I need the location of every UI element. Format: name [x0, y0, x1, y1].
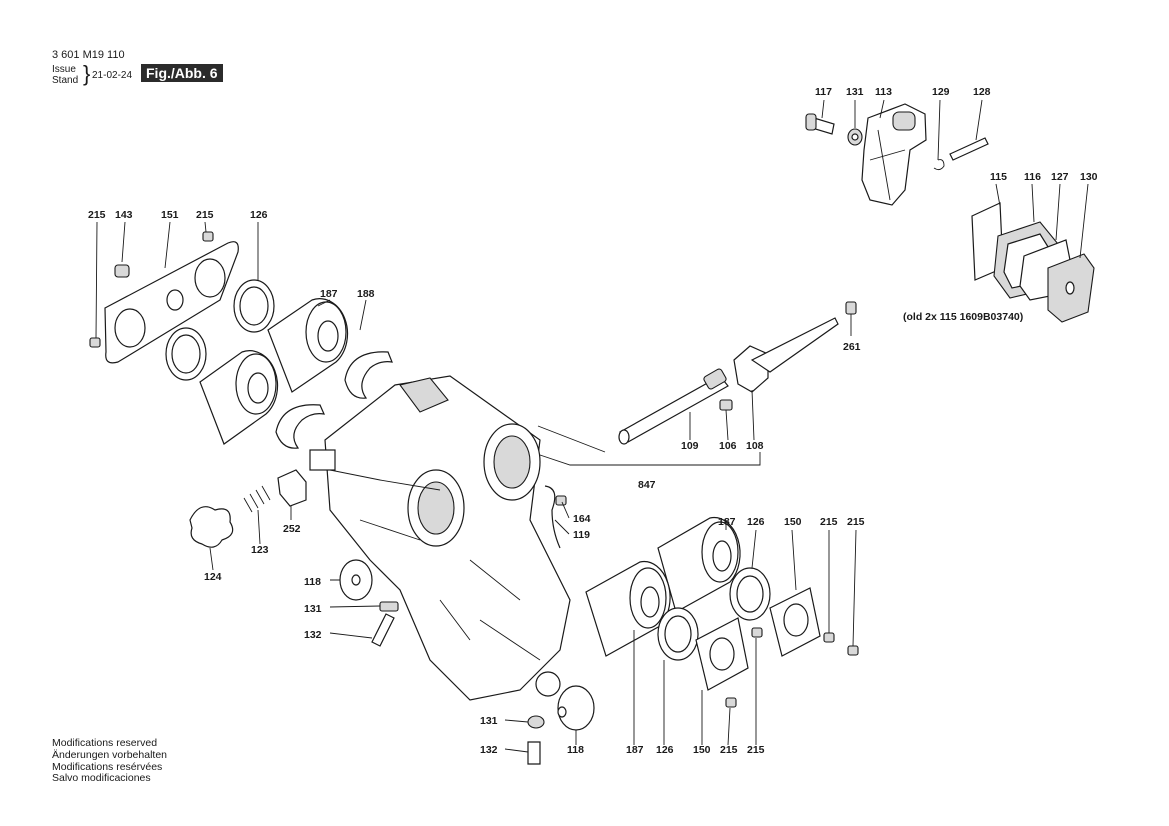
screw-261 [845, 301, 857, 315]
screw-215-f [725, 697, 737, 708]
screw-117-head [805, 113, 817, 131]
document-number: 3 601 M19 110 [52, 49, 125, 61]
label-131-a: 131 [304, 603, 322, 615]
knob-124 [189, 506, 234, 548]
footer-line-fr: Modifications resérvées [52, 760, 163, 773]
label-132-b: 132 [480, 744, 498, 756]
screw-164 [555, 495, 567, 506]
label-123: 123 [251, 544, 269, 556]
label-109: 109 [681, 440, 699, 452]
label-119: 119 [573, 529, 590, 541]
old-part-note: (old 2x 115 1609B03740) [903, 311, 1023, 323]
label-261: 261 [843, 341, 861, 353]
label-130: 130 [1080, 171, 1098, 183]
label-132-a: 132 [304, 629, 322, 641]
issue-date: 21-02-24 [92, 70, 133, 81]
label-131: 131 [846, 86, 864, 98]
label-164: 164 [573, 513, 591, 525]
label-116: 116 [1024, 171, 1041, 183]
label-126-a: 126 [250, 209, 268, 221]
label-215-a: 215 [88, 209, 106, 221]
label-127: 127 [1051, 171, 1069, 183]
part-labels: 117 131 113 129 128 115 116 127 130 215 … [88, 86, 1098, 756]
label-188: 188 [357, 288, 375, 300]
figure-tag: Fig./Abb. 6 [141, 64, 223, 82]
tension-knob [189, 469, 307, 548]
label-215-f: 215 [747, 744, 765, 756]
label-215-b: 215 [196, 209, 214, 221]
knob-108 [733, 345, 769, 393]
label-117: 117 [815, 86, 832, 98]
spring-123 [243, 485, 271, 513]
label-151: 151 [161, 209, 179, 221]
bracket-assembly [805, 103, 989, 206]
screw-132 [371, 613, 395, 647]
pin-128 [949, 137, 989, 161]
label-187-c: 187 [626, 744, 644, 756]
label-106: 106 [719, 440, 737, 452]
cover-plate-left [89, 231, 239, 364]
stand-label: Stand [52, 75, 79, 86]
screw-215-d [847, 645, 859, 656]
label-118-b: 118 [567, 744, 584, 756]
left-rollers [165, 279, 393, 449]
label-118-a: 118 [304, 576, 321, 588]
leader-lines [95, 99, 1089, 753]
screw-132-bottom [527, 741, 541, 765]
screw-215-b [89, 337, 101, 348]
footer-line-de: Änderungen vorbehalten [52, 748, 168, 761]
issue-stand-labels: Issue Stand [52, 64, 78, 86]
footer-notice: Modifications reserved Änderungen vorbeh… [52, 737, 168, 785]
label-187-a: 187 [320, 288, 338, 300]
label-215-e: 215 [720, 744, 738, 756]
label-847: 847 [638, 479, 656, 491]
nut-131-bottom [527, 715, 545, 729]
label-108: 108 [746, 440, 764, 452]
screw-143 [114, 264, 130, 278]
main-housing [309, 375, 571, 701]
label-143: 143 [115, 209, 133, 221]
label-129: 129 [932, 86, 950, 98]
bracket-hole [892, 111, 916, 131]
clamp-188-left [275, 404, 326, 449]
label-150-a: 150 [784, 516, 802, 528]
clip-252 [277, 469, 307, 507]
nut-131 [379, 601, 399, 612]
filter-set [971, 202, 1095, 323]
brace-symbol: } [83, 61, 91, 86]
clip-129 [933, 159, 945, 171]
right-rollers [544, 485, 859, 708]
label-126-c: 126 [656, 744, 674, 756]
issue-label: Issue [52, 64, 76, 75]
label-126-b: 126 [747, 516, 765, 528]
label-113: 113 [875, 86, 892, 98]
clamp-188-right [344, 351, 393, 399]
housing-tab [309, 449, 336, 471]
label-124: 124 [204, 571, 222, 583]
label-150-b: 150 [693, 744, 711, 756]
shaft-assembly [537, 301, 857, 466]
label-131-b: 131 [480, 715, 498, 727]
label-215-c: 215 [820, 516, 838, 528]
screw-106 [719, 399, 733, 411]
label-128: 128 [973, 86, 991, 98]
screw-215-e [751, 627, 763, 638]
label-115: 115 [990, 171, 1007, 183]
label-187-b: 187 [718, 516, 736, 528]
clip-119 [544, 485, 561, 549]
label-215-d: 215 [847, 516, 865, 528]
lower-left-fasteners [339, 559, 595, 765]
screw-215-c [823, 632, 835, 643]
footer-line-en: Modifications reserved [52, 737, 158, 749]
screw-215-a [202, 231, 214, 242]
footer-line-es: Salvo modificaciones [52, 772, 151, 785]
label-252: 252 [283, 523, 301, 535]
